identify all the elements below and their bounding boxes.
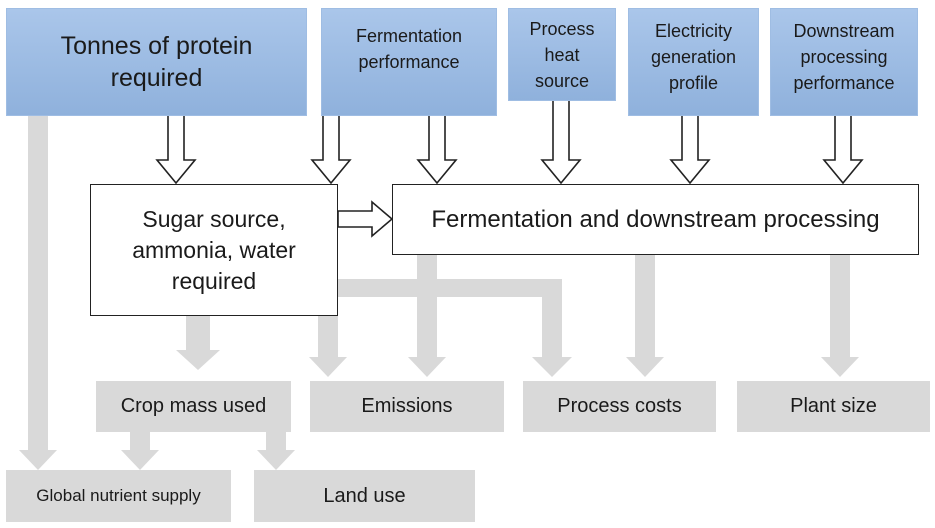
output-plant-size: Plant size xyxy=(737,381,930,432)
outline-arrow-downstream-perf-to-fermentation xyxy=(822,114,864,185)
gray-arrow-crop-to-nutrient-supply xyxy=(121,432,159,470)
input-tonnes-of-protein: Tonnes of protein required xyxy=(6,8,307,116)
outline-arrow-sugar-to-fermentation xyxy=(337,200,394,238)
outline-arrow-electricity-to-fermentation xyxy=(669,114,711,185)
output-process-costs-label: Process costs xyxy=(557,395,682,417)
process-fermentation-downstream: Fermentation and downstream processing xyxy=(392,184,919,255)
gray-arrow-fermentation-to-plant-size xyxy=(821,255,859,377)
gray-arrow-sugar-to-crop-mass xyxy=(176,316,220,370)
input-process-heat-source: Process heat source xyxy=(508,8,616,101)
input-fermentation-performance: Fermentation performance xyxy=(321,8,497,116)
input-tonnes-of-protein-label: Tonnes of protein required xyxy=(60,32,253,92)
gray-arrow-sugar-to-process-costs xyxy=(338,279,572,377)
process-sugar-source-label: Sugar source, ammonia, water required xyxy=(132,205,296,294)
outline-arrow-tonnes-to-sugar xyxy=(155,114,197,185)
input-downstream-processing-performance: Downstream processing performance xyxy=(770,8,918,116)
input-electricity-generation-profile: Electricity generation profile xyxy=(628,8,759,116)
gray-arrow-fermentation-to-process-costs xyxy=(626,255,664,377)
process-fermentation-downstream-label: Fermentation and downstream processing xyxy=(431,205,880,233)
output-emissions: Emissions xyxy=(310,381,504,432)
gray-arrow-crop-to-land-use xyxy=(257,432,295,470)
gray-arrow-tonnes-to-nutrient-supply xyxy=(19,115,57,470)
input-fermentation-performance-label: Fermentation performance xyxy=(355,26,463,72)
output-process-costs: Process costs xyxy=(523,381,716,432)
input-electricity-generation-profile-label: Electricity generation profile xyxy=(650,21,737,93)
output-global-nutrient-supply-label: Global nutrient supply xyxy=(36,486,201,505)
output-land-use: Land use xyxy=(254,470,475,522)
process-sugar-source: Sugar source, ammonia, water required xyxy=(90,184,338,316)
output-emissions-label: Emissions xyxy=(361,395,453,417)
output-crop-mass-used-label: Crop mass used xyxy=(120,395,267,417)
outline-arrow-fermentation-perf-to-fermentation xyxy=(416,114,458,185)
outline-arrow-fermentation-perf-to-sugar xyxy=(310,114,352,185)
input-process-heat-source-label: Process heat source xyxy=(529,18,595,91)
outline-arrow-heat-to-fermentation xyxy=(540,99,582,185)
gray-arrow-fermentation-to-emissions xyxy=(408,255,446,377)
output-plant-size-label: Plant size xyxy=(790,395,877,417)
output-crop-mass-used: Crop mass used xyxy=(96,381,291,432)
gray-arrow-sugar-to-emissions xyxy=(309,316,347,377)
input-downstream-processing-performance-label: Downstream processing performance xyxy=(793,21,895,93)
output-land-use-label: Land use xyxy=(323,484,406,507)
output-global-nutrient-supply: Global nutrient supply xyxy=(6,470,231,522)
